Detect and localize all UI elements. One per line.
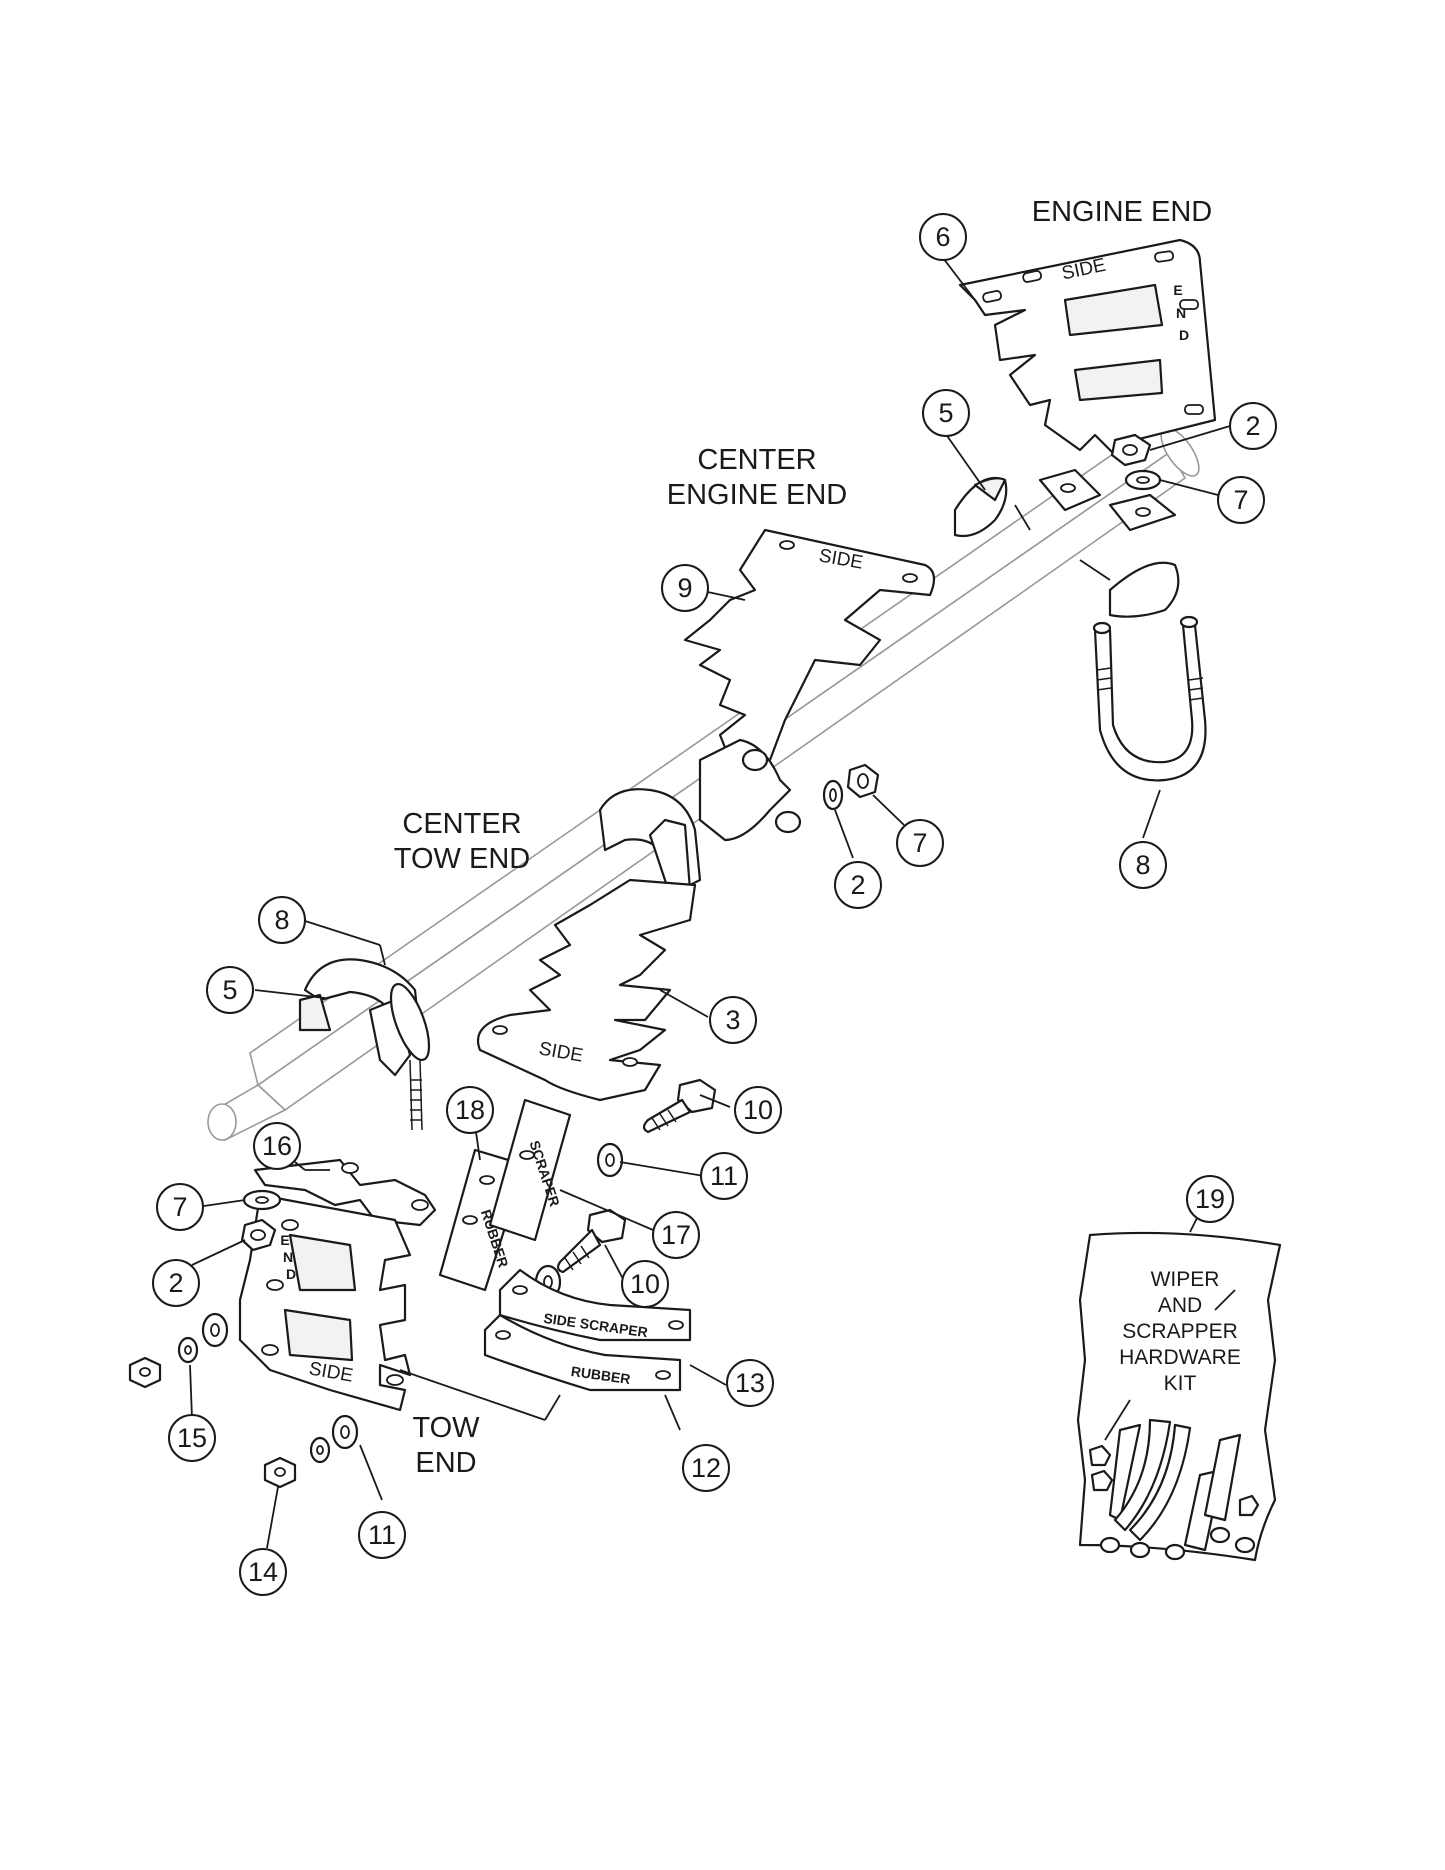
- callout-14: 14: [239, 1548, 287, 1596]
- side-rubber: RUBBER: [483, 1313, 682, 1392]
- nut-tow-end: [240, 1218, 277, 1252]
- heading-tow-end-line2: END: [415, 1447, 476, 1479]
- washer-tow-end: [242, 1189, 282, 1211]
- end-scraper-strip: SCRAPER: [488, 1098, 572, 1242]
- callout-8-tow: 8: [258, 896, 306, 944]
- svg-text:18: 18: [455, 1095, 485, 1125]
- svg-text:2: 2: [1245, 411, 1260, 441]
- callout-13: 13: [726, 1359, 774, 1407]
- svg-text:11: 11: [368, 1520, 396, 1550]
- callout-16: 16: [253, 1122, 301, 1170]
- nut-center-engine: [846, 763, 880, 799]
- callout-5-tow: 5: [206, 966, 254, 1014]
- heading-tow-end-line1: TOW: [412, 1412, 480, 1444]
- kit-line-5: KIT: [1164, 1372, 1197, 1395]
- svg-text:19: 19: [1195, 1184, 1225, 1214]
- svg-text:2: 2: [168, 1268, 183, 1298]
- callout-18: 18: [446, 1086, 494, 1134]
- tow-end-wiper: SIDE E N D: [238, 1193, 412, 1412]
- svg-text:2: 2: [850, 870, 865, 900]
- svg-text:7: 7: [1233, 485, 1248, 515]
- callout-19: 19: [1186, 1175, 1234, 1223]
- tow-end-clamp: [298, 958, 431, 1131]
- callout-2-tow: 2: [152, 1259, 200, 1307]
- washer-engine-end: [1124, 469, 1162, 491]
- callout-8-engine: 8: [1119, 841, 1167, 889]
- svg-text:12: 12: [691, 1453, 721, 1483]
- callout-9: 9: [661, 564, 709, 612]
- svg-text:16: 16: [262, 1131, 292, 1161]
- callout-17: 17: [652, 1211, 700, 1259]
- svg-text:8: 8: [1135, 850, 1150, 880]
- bolt-upper: [642, 1078, 717, 1134]
- kit-line-4: HARDWARE: [1119, 1346, 1241, 1369]
- callout-5-engine: 5: [922, 389, 970, 437]
- callout-7-center: 7: [896, 819, 944, 867]
- hardware-kit-bag: WIPER AND SCRAPPER HARDWARE KIT: [1076, 1231, 1282, 1562]
- svg-text:6: 6: [935, 222, 950, 252]
- svg-text:8: 8: [274, 905, 289, 935]
- hardware-set-left: [128, 1312, 229, 1389]
- callout-12: 12: [682, 1444, 730, 1492]
- callout-2-center: 2: [834, 861, 882, 909]
- engine-end-wiper: SIDE E N D: [958, 238, 1217, 532]
- callout-10-lower: 10: [621, 1260, 669, 1308]
- svg-text:9: 9: [677, 573, 692, 603]
- callout-10-upper: 10: [734, 1086, 782, 1134]
- callout-2-engine: 2: [1229, 402, 1277, 450]
- end-stamp-d: D: [286, 1266, 296, 1282]
- kit-line-1: WIPER: [1151, 1268, 1220, 1291]
- bolt-lower: [556, 1208, 627, 1274]
- svg-text:15: 15: [177, 1423, 207, 1453]
- end-stamp-d: D: [1179, 327, 1189, 343]
- half-clamp-engine-top: [953, 476, 1008, 538]
- svg-text:14: 14: [248, 1557, 278, 1587]
- end-stamp-n: N: [1176, 305, 1186, 321]
- side-scraper: SIDE SCRAPER: [498, 1268, 692, 1342]
- heading-center-tow-line1: CENTER: [402, 808, 521, 840]
- center-tow-end-wiper: SIDE: [477, 878, 697, 1102]
- kit-line-2: AND: [1158, 1294, 1202, 1317]
- callout-15: 15: [168, 1414, 216, 1462]
- end-stamp-e: E: [1173, 282, 1182, 298]
- svg-text:17: 17: [661, 1220, 691, 1250]
- svg-text:13: 13: [735, 1368, 765, 1398]
- callout-3: 3: [709, 996, 757, 1044]
- u-bolt-engine-end: [1092, 615, 1207, 782]
- svg-text:10: 10: [743, 1095, 773, 1125]
- leader-lines: [189, 253, 1231, 1549]
- svg-text:3: 3: [725, 1005, 740, 1035]
- heading-center-tow-line2: TOW END: [394, 843, 530, 875]
- center-tow-end-clamp: [598, 788, 702, 897]
- svg-text:5: 5: [938, 398, 953, 428]
- svg-text:7: 7: [912, 828, 927, 858]
- end-stamp-e: E: [280, 1232, 289, 1248]
- svg-text:10: 10: [630, 1269, 660, 1299]
- washer-bolt-upper: [596, 1142, 624, 1178]
- washer-center-engine: [822, 779, 844, 811]
- callout-6: 6: [919, 213, 967, 261]
- hardware-set-bottom: [263, 1414, 359, 1489]
- kit-line-3: SCRAPPER: [1122, 1320, 1238, 1343]
- center-engine-end-wiper: SIDE: [683, 528, 936, 842]
- tow-end-bracket: [253, 1158, 437, 1227]
- callout-7-tow: 7: [156, 1183, 204, 1231]
- heading-center-engine-line2: ENGINE END: [667, 479, 847, 511]
- heading-engine-end: ENGINE END: [1032, 196, 1212, 228]
- svg-text:11: 11: [710, 1161, 738, 1191]
- callout-11-upper: 11: [700, 1152, 748, 1200]
- half-clamp-engine-bottom: [1108, 561, 1180, 618]
- end-stamp-n: N: [283, 1249, 293, 1265]
- svg-text:5: 5: [222, 975, 237, 1005]
- heading-center-engine-line1: CENTER: [697, 444, 816, 476]
- svg-text:7: 7: [172, 1192, 187, 1222]
- callout-11-lower: 11: [358, 1511, 406, 1559]
- callout-7-engine: 7: [1217, 476, 1265, 524]
- nut-engine-end: [1110, 433, 1152, 467]
